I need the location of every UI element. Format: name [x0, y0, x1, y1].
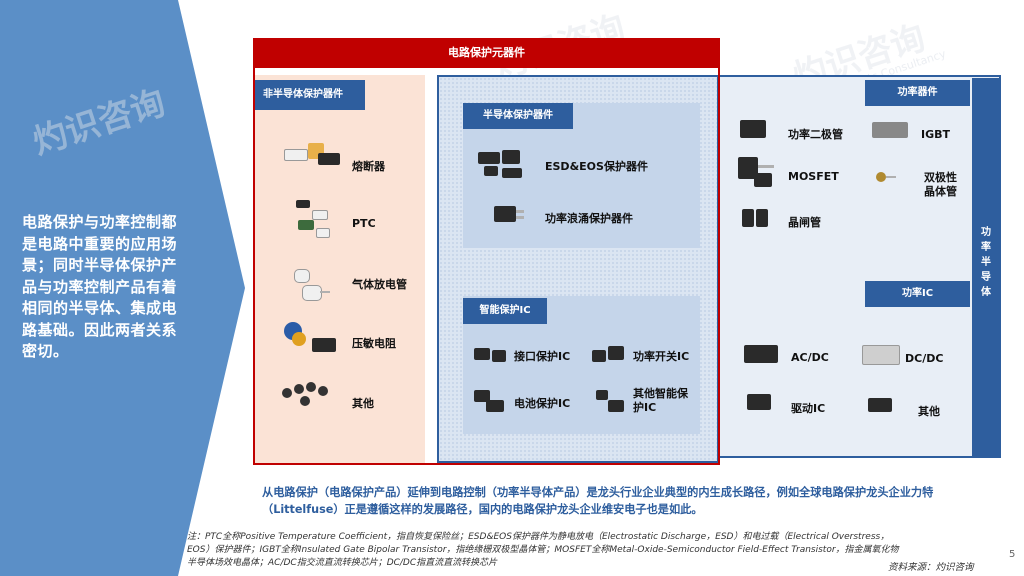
- power-semiconductor-label: 功率半导体: [972, 225, 1000, 300]
- mosfet-icon: [736, 155, 776, 191]
- semiconductor-protection-header: 半导体保护器件: [463, 103, 573, 129]
- summary-text: 从电路保护（电路保护产品）延伸到电路控制（功率半导体产品）是龙头行业企业典型的内…: [262, 484, 1002, 518]
- nonsemi-item-label: 熔断器: [352, 158, 385, 174]
- power-ic-header: 功率IC: [865, 281, 970, 307]
- other-components-icon: [280, 378, 336, 408]
- smart-ic-item-label: 其他智能保护IC: [633, 387, 691, 415]
- power-device-label: 晶闸管: [788, 214, 821, 230]
- driver-ic-icon: [745, 392, 775, 414]
- dc-dc-module-icon: [860, 343, 900, 367]
- bipolar-transistor-icon: [874, 170, 898, 190]
- nonsemi-item-label: 其他: [352, 395, 374, 411]
- power-ic-label: AC/DC: [791, 351, 829, 364]
- smart-ic-item-label: 电池保护IC: [514, 395, 570, 411]
- semi-item-label: ESD&EOS保护器件: [545, 158, 648, 174]
- power-device-label: 双极性晶体管: [924, 171, 966, 199]
- power-device-label: MOSFET: [788, 170, 839, 183]
- source-text: 资料来源：灼识咨询: [888, 559, 974, 573]
- igbt-icon: [870, 118, 910, 142]
- footnote: 注：PTC全称Positive Temperature Coefficient，…: [187, 531, 902, 570]
- other-power-ic-icon: [866, 396, 896, 416]
- other-smart-ic-icon: [592, 388, 628, 414]
- nonsemi-item-label: 气体放电管: [352, 276, 407, 292]
- smart-ic-item-label: 接口保护IC: [514, 348, 570, 364]
- fuse-icon: [282, 135, 342, 175]
- semi-item-label: 功率浪涌保护器件: [545, 210, 633, 226]
- battery-ic-icon: [472, 388, 510, 414]
- page-number: 5: [1009, 549, 1015, 560]
- esd-eos-device-icon: [476, 148, 536, 182]
- interface-ic-icon: [472, 344, 510, 366]
- ac-dc-chip-icon: [742, 343, 780, 365]
- power-devices-header: 功率器件: [865, 80, 970, 106]
- power-diode-icon: [738, 118, 770, 142]
- power-ic-label: 其他: [918, 403, 940, 419]
- nonsemi-item-label: PTC: [352, 217, 376, 230]
- circuit-protection-title: 电路保护元器件: [253, 38, 720, 68]
- power-ic-label: 驱动IC: [791, 400, 825, 416]
- varistor-icon: [282, 318, 338, 358]
- thyristor-icon: [740, 207, 772, 231]
- power-device-label: IGBT: [921, 128, 950, 141]
- power-surge-device-icon: [490, 200, 530, 230]
- nonsemi-item-label: 压敏电阻: [352, 335, 396, 351]
- gas-discharge-tube-icon: [288, 267, 332, 305]
- ptc-icon: [292, 198, 332, 240]
- power-device-label: 功率二极管: [788, 126, 843, 142]
- smart-ic-item-label: 功率开关IC: [633, 348, 689, 364]
- banner-text: 电路保护与功率控制都是电路中重要的应用场景；同时半导体保护产品与功率控制产品有着…: [22, 212, 192, 363]
- smart-protection-ic-header: 智能保护IC: [463, 298, 547, 324]
- power-switch-ic-icon: [590, 344, 628, 366]
- power-ic-label: DC/DC: [905, 352, 943, 365]
